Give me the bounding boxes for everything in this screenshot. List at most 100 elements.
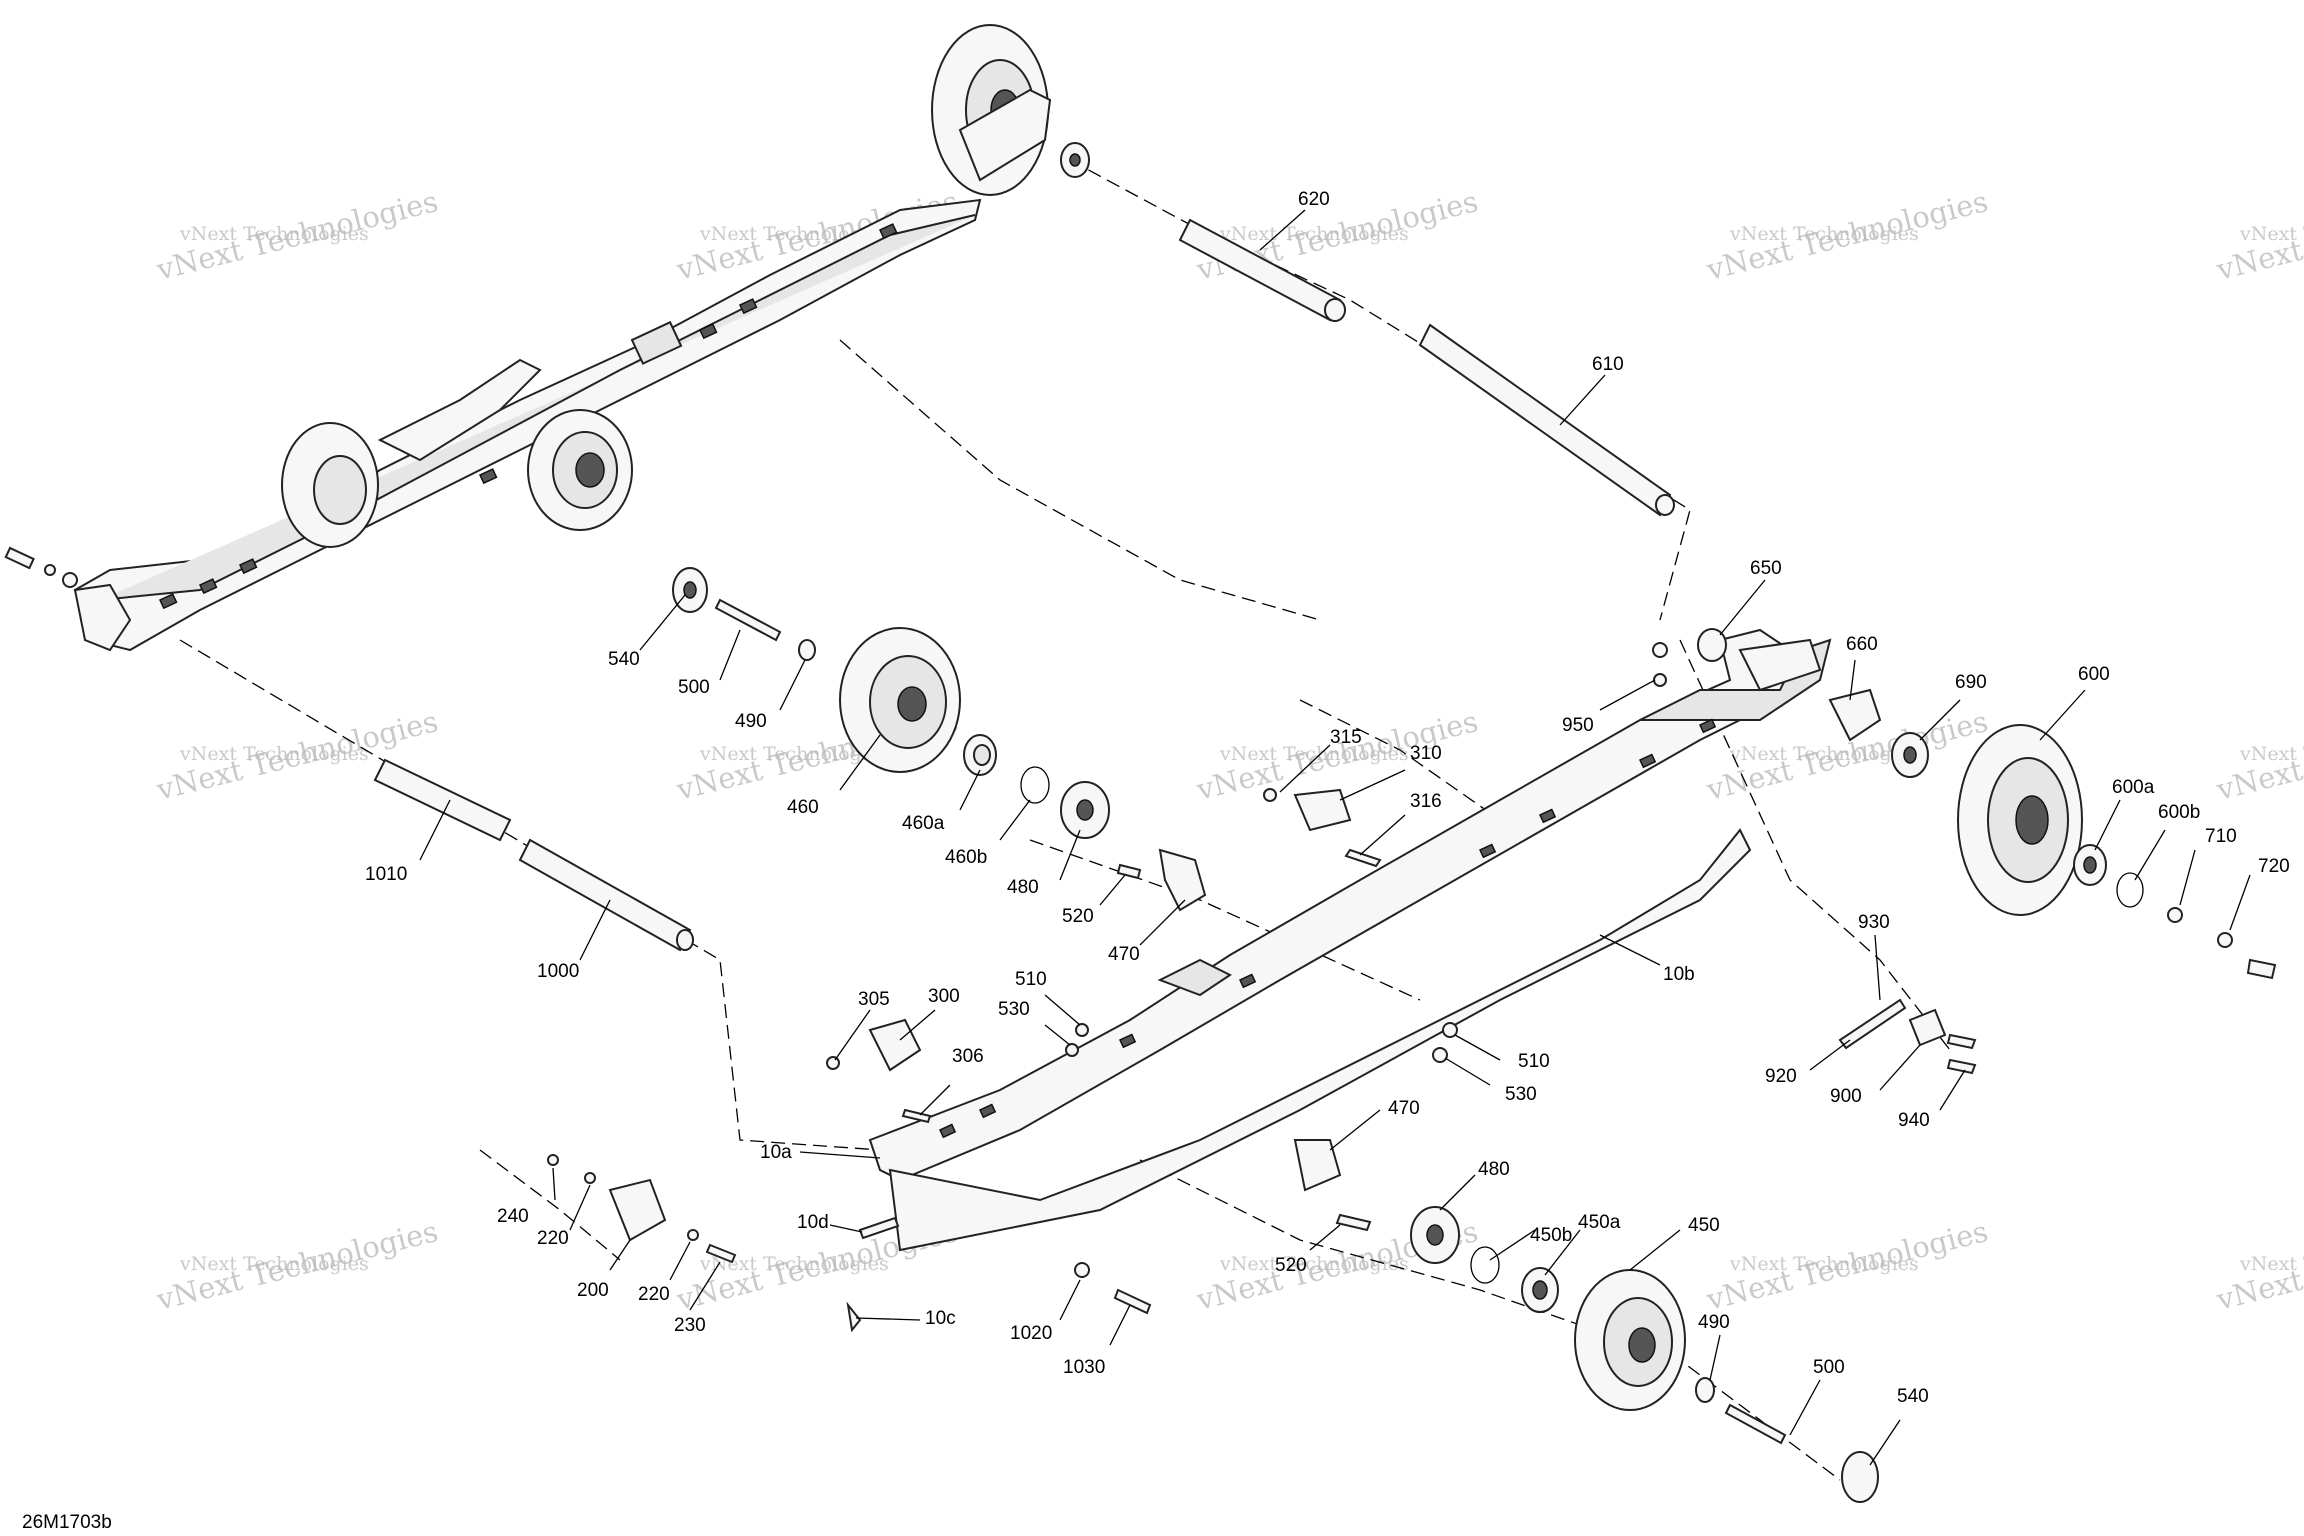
callout-label: 450b (1530, 1225, 1572, 1246)
lower-rail-assembly (868, 628, 1929, 1252)
svg-text:vNext Technologies: vNext Technologies (179, 743, 369, 765)
callout-label: 520 (1275, 1255, 1307, 1276)
callout-label: 230 (674, 1315, 706, 1336)
callout-label: 10a (760, 1142, 792, 1163)
callout-label: 480 (1007, 877, 1039, 898)
callout-label: 316 (1410, 791, 1442, 812)
svg-text:vNext Technologies: vNext Technologies (1219, 1253, 1409, 1275)
callout-label: 510 (1518, 1051, 1550, 1072)
callout-label: 600a (2112, 777, 2155, 798)
callout-label: 460a (902, 813, 945, 834)
callout-label: 470 (1108, 944, 1140, 965)
shaft-1010 (373, 758, 512, 842)
bracket-470b (1293, 1139, 1342, 1192)
rear-bracket (958, 88, 1052, 182)
svg-text:vNext Technologies: vNext Technologies (1729, 743, 1919, 765)
callout-label: 660 (1846, 634, 1878, 655)
callout-label: 510 (1015, 969, 1047, 990)
bracket-470 (1158, 848, 1207, 912)
svg-text:vNext Technologies: vNext Technologies (1219, 743, 1409, 765)
callout-label: 1000 (537, 961, 579, 982)
shaft-610 (1418, 323, 1672, 517)
adjuster-660 (1828, 688, 1882, 742)
callout-label: 930 (1858, 912, 1890, 933)
callout-label: 240 (497, 1206, 529, 1227)
callout-label: 490 (1698, 1312, 1730, 1333)
callout-labels: 620 610 650 660 690 600 600a 600b 710 72… (365, 189, 2290, 1407)
rail-slots (159, 223, 898, 610)
shafts (373, 142, 1675, 952)
callout-label: 720 (2258, 856, 2290, 877)
idler-wheel-450 (1574, 1269, 1686, 1411)
callout-label: 470 (1388, 1098, 1420, 1119)
callout-label: 490 (735, 711, 767, 732)
slide-10b (888, 828, 1752, 1252)
svg-text:vNext Technologies: vNext Technologies (179, 223, 369, 245)
drawing-code: 26M1703b (22, 1512, 112, 1533)
callout-label: 10d (797, 1212, 829, 1233)
svg-text:vNext Technologies: vNext Technologies (2239, 223, 2304, 245)
callout-label: 540 (608, 649, 640, 670)
adjuster-group (1838, 998, 1977, 1075)
upper-idler-wheel-front (527, 409, 633, 531)
adjuster-900 (1908, 1008, 1947, 1047)
slider-300 (868, 1018, 922, 1072)
rear-end-bracket (1738, 638, 1822, 692)
rear-wheel-stack (1957, 724, 2277, 980)
callout-label: 600 (2078, 664, 2110, 685)
callout-label: 450 (1688, 1215, 1720, 1236)
svg-text:vNext Technologies: vNext Technologies (2239, 743, 2304, 765)
callout-label: 540 (1897, 1386, 1929, 1407)
callout-label: 305 (858, 989, 890, 1010)
callout-label: 1030 (1063, 1357, 1105, 1378)
callout-label: 306 (952, 1046, 984, 1067)
lower-wheel-stack (1410, 1206, 1879, 1503)
rear-wheel-600 (1957, 724, 2083, 916)
callout-label: 10b (1663, 964, 1695, 985)
callout-label: 900 (1830, 1086, 1862, 1107)
callout-label: 480 (1478, 1159, 1510, 1180)
callout-label: 530 (998, 999, 1030, 1020)
slider-310 (1293, 788, 1352, 832)
upper-idler-wheel-rear (281, 422, 379, 548)
lower-rail-slots (939, 718, 1717, 1139)
middle-wheel-stack (672, 567, 1382, 912)
assembly-lines (179, 159, 1951, 1481)
svg-text:vNext Technologies: vNext Technologies (179, 1253, 369, 1275)
callout-label: 200 (577, 1280, 609, 1301)
svg-text:vNext Technologies: vNext Technologies (699, 743, 889, 765)
callout-label: 10c (925, 1308, 956, 1329)
callout-label: 1020 (1010, 1323, 1052, 1344)
front-bolt-washer (4, 546, 78, 588)
callout-label: 940 (1898, 1110, 1930, 1131)
end-cap-200 (608, 1178, 667, 1242)
callout-label: 220 (537, 1228, 569, 1249)
callout-label: 530 (1505, 1084, 1537, 1105)
callout-label: 220 (638, 1284, 670, 1305)
callout-label: 310 (1410, 743, 1442, 764)
svg-text:vNext Technologies: vNext Technologies (1729, 223, 1919, 245)
callout-label: 610 (1592, 354, 1624, 375)
svg-text:vNext Technologies: vNext Technologies (699, 1253, 889, 1275)
lower-left-parts (547, 1018, 1458, 1333)
callout-label: 500 (1813, 1357, 1845, 1378)
svg-text:vNext Technologies: vNext Technologies (2239, 1253, 2304, 1275)
callout-label: 920 (1765, 1066, 1797, 1087)
callout-label: 520 (1062, 906, 1094, 927)
shaft-1000 (518, 838, 692, 952)
callout-label: 300 (928, 986, 960, 1007)
callout-label: 500 (678, 677, 710, 698)
svg-text:vNext Technologies: vNext Technologies (1729, 1253, 1919, 1275)
slider-block (630, 320, 683, 365)
callout-label: 620 (1298, 189, 1330, 210)
svg-text:vNext Technologies: vNext Technologies (1219, 223, 1409, 245)
